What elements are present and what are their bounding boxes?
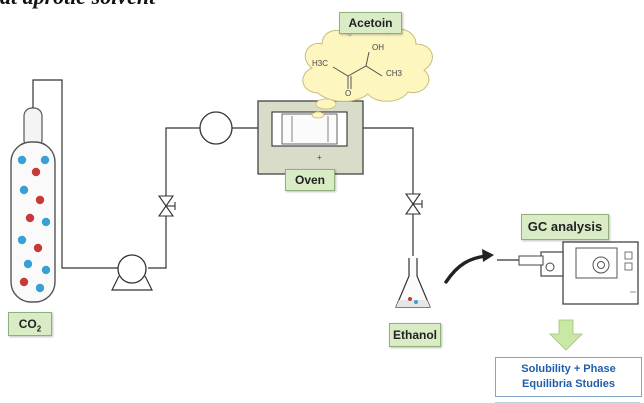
co2-molecule-0 — [17, 155, 27, 165]
acetoin-cloud — [302, 24, 433, 119]
co2-molecules — [17, 155, 51, 293]
co2-label: CO2 — [8, 312, 52, 336]
result-line-1: Solubility + Phase — [521, 363, 616, 375]
methyl-left-label: H3C — [312, 59, 329, 68]
carbonyl-label: O — [345, 89, 352, 98]
tube-cylinder-to-pump — [32, 79, 118, 269]
co2-molecule-9 — [23, 259, 33, 269]
co2-molecule-1 — [31, 167, 41, 177]
co2-molecule-5 — [25, 213, 35, 223]
result-arrow — [549, 319, 583, 351]
acetoin-label: Acetoin — [339, 12, 402, 34]
result-line-2: Equilibria Studies — [522, 378, 615, 390]
co2-molecule-6 — [41, 217, 51, 227]
tube-pump-to-valve — [148, 127, 200, 269]
co2-molecule-10 — [41, 265, 51, 275]
transfer-arrow — [444, 249, 494, 284]
oven: + — [257, 100, 364, 175]
oven-label: Oven — [285, 169, 335, 191]
pump — [111, 254, 153, 291]
hydroxyl-label: OH — [372, 43, 384, 52]
co2-molecule-3 — [19, 185, 29, 195]
valve-1 — [157, 195, 176, 217]
valve-2 — [404, 193, 423, 215]
header-text: at aprotic solvent — [0, 0, 155, 10]
co2-cylinder — [10, 107, 56, 303]
methyl-right-label: CH3 — [386, 69, 403, 78]
co2-molecule-4 — [35, 195, 45, 205]
co2-molecule-2 — [40, 155, 50, 165]
co2-molecule-7 — [17, 235, 27, 245]
ethanol-label: Ethanol — [389, 323, 441, 347]
acetoin-molecule — [332, 51, 383, 89]
gc-instrument — [518, 241, 639, 305]
result-box: Solubility + Phase Equilibria Studies — [495, 357, 642, 397]
co2-molecule-12 — [35, 283, 45, 293]
gc-analysis-label: GC analysis — [521, 214, 609, 240]
co2-molecule-11 — [19, 277, 29, 287]
ethanol-flask — [395, 258, 431, 308]
svg-text:+: + — [317, 153, 322, 162]
co2-molecule-8 — [33, 243, 43, 253]
mixer-circle — [199, 111, 233, 145]
